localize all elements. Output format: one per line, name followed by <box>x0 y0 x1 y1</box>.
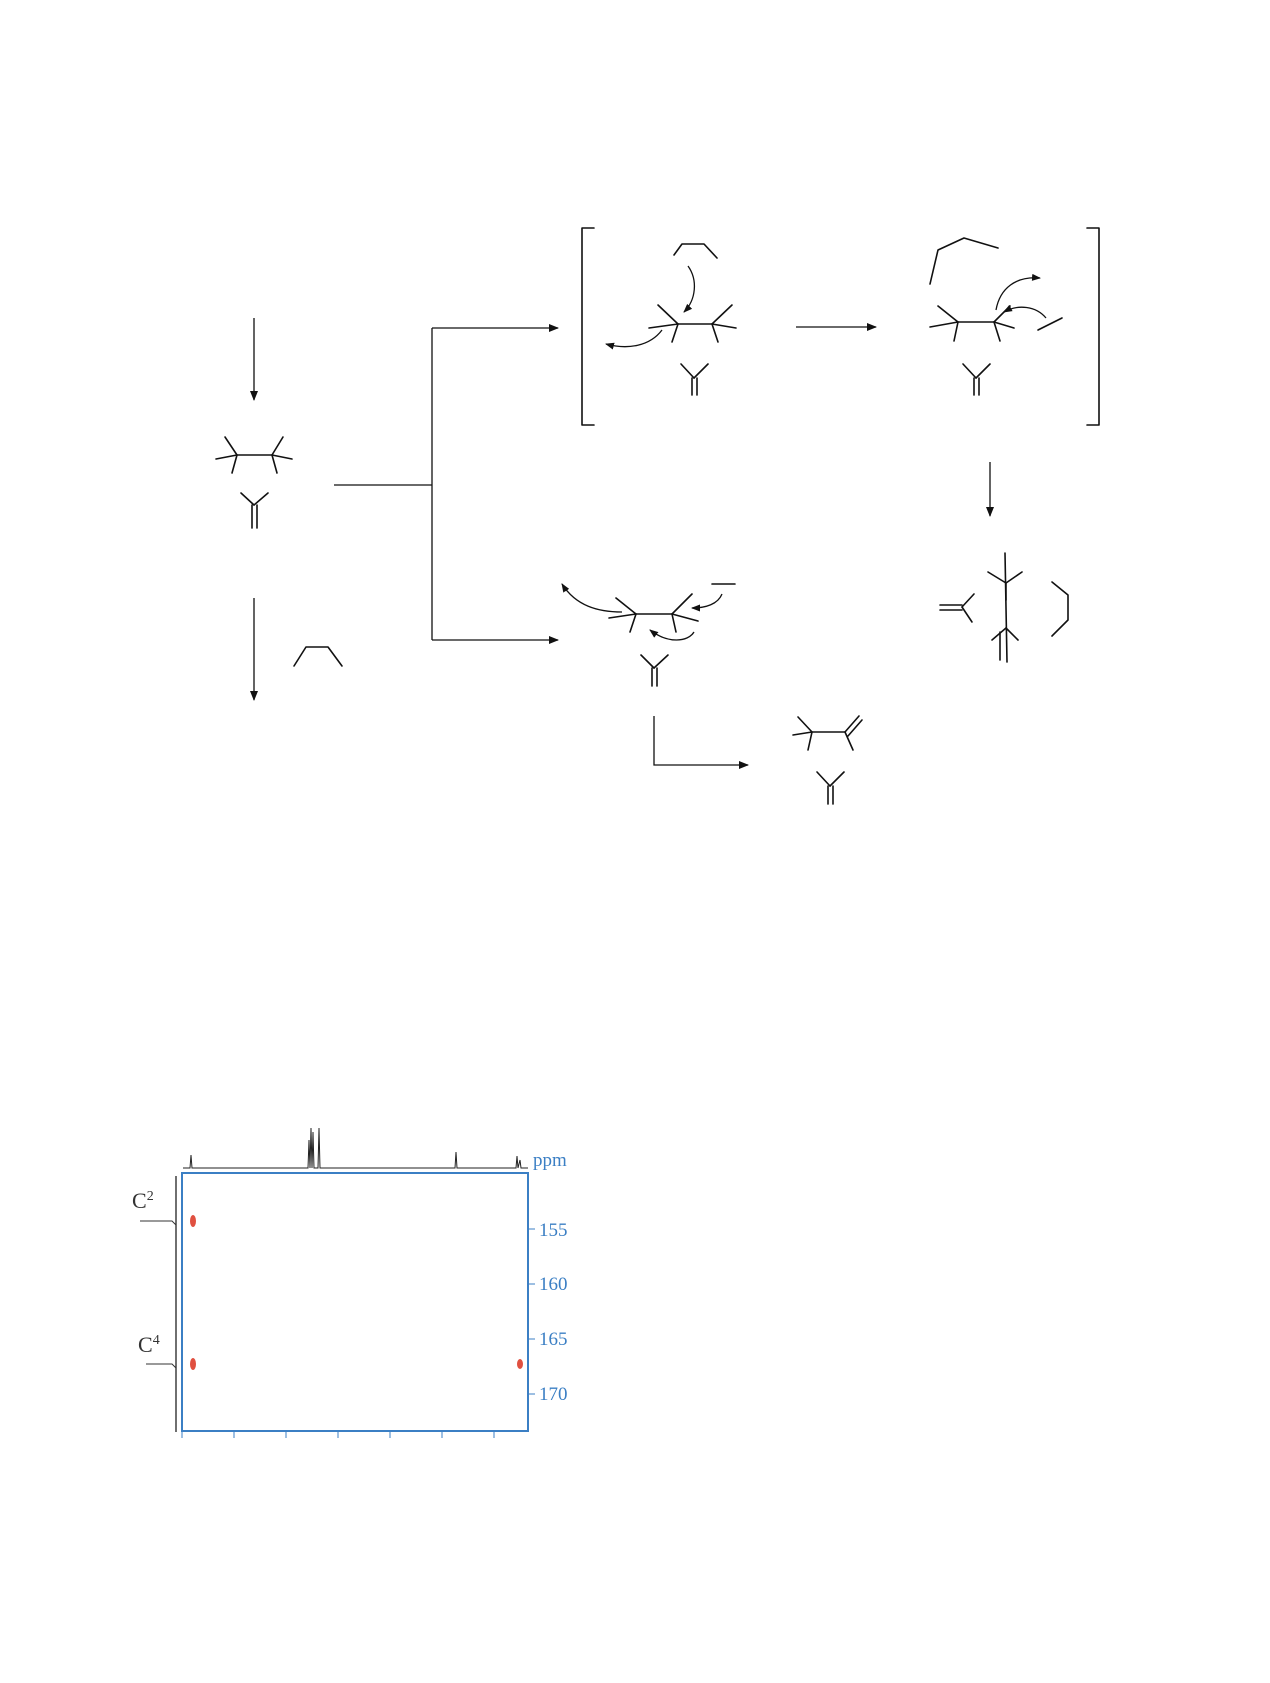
structure-intermediate-a <box>648 243 737 396</box>
curved-arrow-c1 <box>561 583 623 613</box>
structure-product-bottom <box>792 715 863 805</box>
curved-arrow-b2 <box>1003 304 1047 319</box>
carbon-label-c4: C4 <box>138 1332 160 1357</box>
curved-arrow-a1 <box>683 265 695 313</box>
leader-line-c2 <box>140 1220 177 1226</box>
cross-peak-c4-left <box>190 1358 196 1370</box>
reaction-arrow-elbow <box>653 716 749 769</box>
structure-intermediate-c <box>608 583 736 687</box>
bracket-right <box>1086 227 1100 426</box>
reagent-fragment-left <box>293 646 343 667</box>
curved-arrow-c3 <box>691 593 723 612</box>
cross-peak-c2 <box>190 1215 196 1227</box>
bottom-axis-ticks <box>181 1431 495 1438</box>
cross-peak-c4-right <box>517 1359 523 1369</box>
axis-unit-label: ppm <box>533 1150 567 1171</box>
structure-product-right <box>939 552 1069 663</box>
tick-label-165: 165 <box>539 1329 568 1350</box>
carbon-label-c2: C2 <box>132 1188 154 1213</box>
bracket-left <box>581 227 595 426</box>
curved-arrow-a2 <box>605 329 663 350</box>
projection-trace-top <box>183 1127 528 1169</box>
tick-label-160: 160 <box>539 1274 568 1295</box>
curved-arrow-c2 <box>649 629 695 641</box>
right-axis-ticks <box>528 1228 535 1395</box>
branch-connector <box>334 324 559 644</box>
leader-line-c4 <box>146 1363 177 1369</box>
structure-starting-material <box>215 436 293 529</box>
curved-arrow-b1 <box>995 273 1041 311</box>
tick-label-155: 155 <box>539 1220 568 1241</box>
tick-label-170: 170 <box>539 1384 568 1405</box>
plot-frame <box>181 1172 529 1432</box>
